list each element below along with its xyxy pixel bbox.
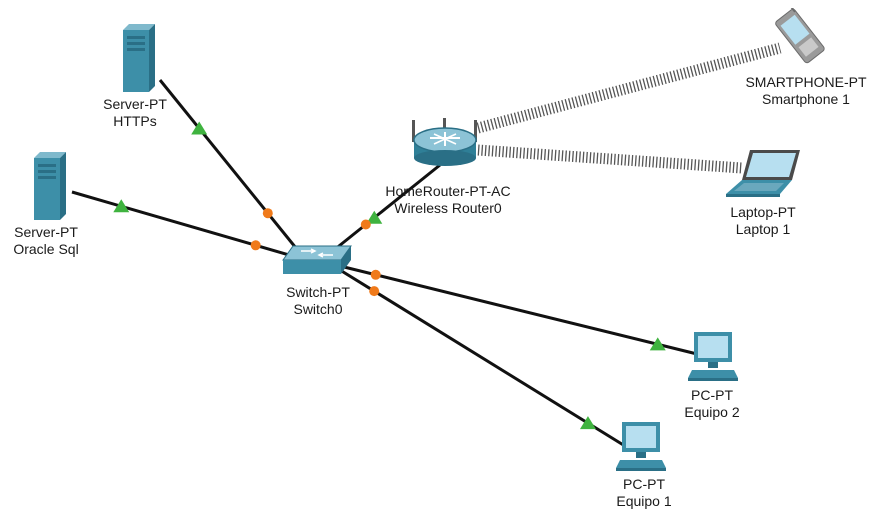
server-oracle-label: Server-PT Oracle Sql <box>13 224 78 258</box>
device-type-label: Laptop-PT <box>730 204 796 220</box>
device-type-label: Switch-PT <box>286 284 350 300</box>
device-name-label: Wireless Router0 <box>394 200 502 216</box>
link-status-up <box>366 210 383 224</box>
device-name-label: Equipo 2 <box>684 404 740 420</box>
device-name-label: Oracle Sql <box>13 241 79 257</box>
link-status-up <box>579 416 596 430</box>
wireless-link-smartphone <box>476 42 782 134</box>
device-name-label: Smartphone 1 <box>762 91 850 107</box>
device-name-label: Laptop 1 <box>735 221 791 237</box>
device-type-label: Server-PT <box>103 96 167 112</box>
device-type-label: Server-PT <box>14 224 78 240</box>
link-status-orange <box>250 240 261 251</box>
ethernet-link <box>333 163 441 252</box>
smartphone-icon <box>775 8 825 64</box>
wireless-link-laptop <box>477 144 743 174</box>
wireless-router-icon <box>412 118 477 166</box>
pc-icon <box>616 422 666 471</box>
switch-icon <box>282 245 352 274</box>
link-status-up <box>649 337 666 351</box>
link-status-up <box>191 121 208 135</box>
router-label: HomeRouter-PT-AC Wireless Router0 <box>385 183 510 217</box>
device-type-label: SMARTPHONE-PT <box>745 74 867 90</box>
laptop-icon <box>726 150 800 197</box>
link-status-orange <box>370 269 381 280</box>
device-name-label: HTTPs <box>113 113 157 129</box>
device-type-label: HomeRouter-PT-AC <box>385 183 511 199</box>
device-type-label: PC-PT <box>623 476 665 492</box>
pc-equipo1-label: PC-PT Equipo 1 <box>616 476 671 510</box>
ethernet-link <box>71 190 297 259</box>
device-name-label: Equipo 1 <box>616 493 672 509</box>
ethernet-link <box>339 268 626 448</box>
device-name-label: Switch0 <box>293 301 343 317</box>
link-status-orange <box>369 286 380 297</box>
pc-icon <box>688 332 738 381</box>
link-status-up <box>113 199 130 213</box>
ethernet-link <box>158 79 302 254</box>
laptop-label: Laptop-PT Laptop 1 <box>730 204 795 238</box>
pc-equipo2-label: PC-PT Equipo 2 <box>684 387 739 421</box>
ethernet-link <box>339 264 698 356</box>
link-status-orange <box>360 219 371 230</box>
server-icon <box>123 24 155 92</box>
link-status-orange <box>262 208 273 219</box>
switch-label: Switch-PT Switch0 <box>286 284 350 318</box>
smartphone-label: SMARTPHONE-PT Smartphone 1 <box>745 74 866 108</box>
server-https-label: Server-PT HTTPs <box>103 96 167 130</box>
device-type-label: PC-PT <box>691 387 733 403</box>
server-icon <box>34 152 66 220</box>
